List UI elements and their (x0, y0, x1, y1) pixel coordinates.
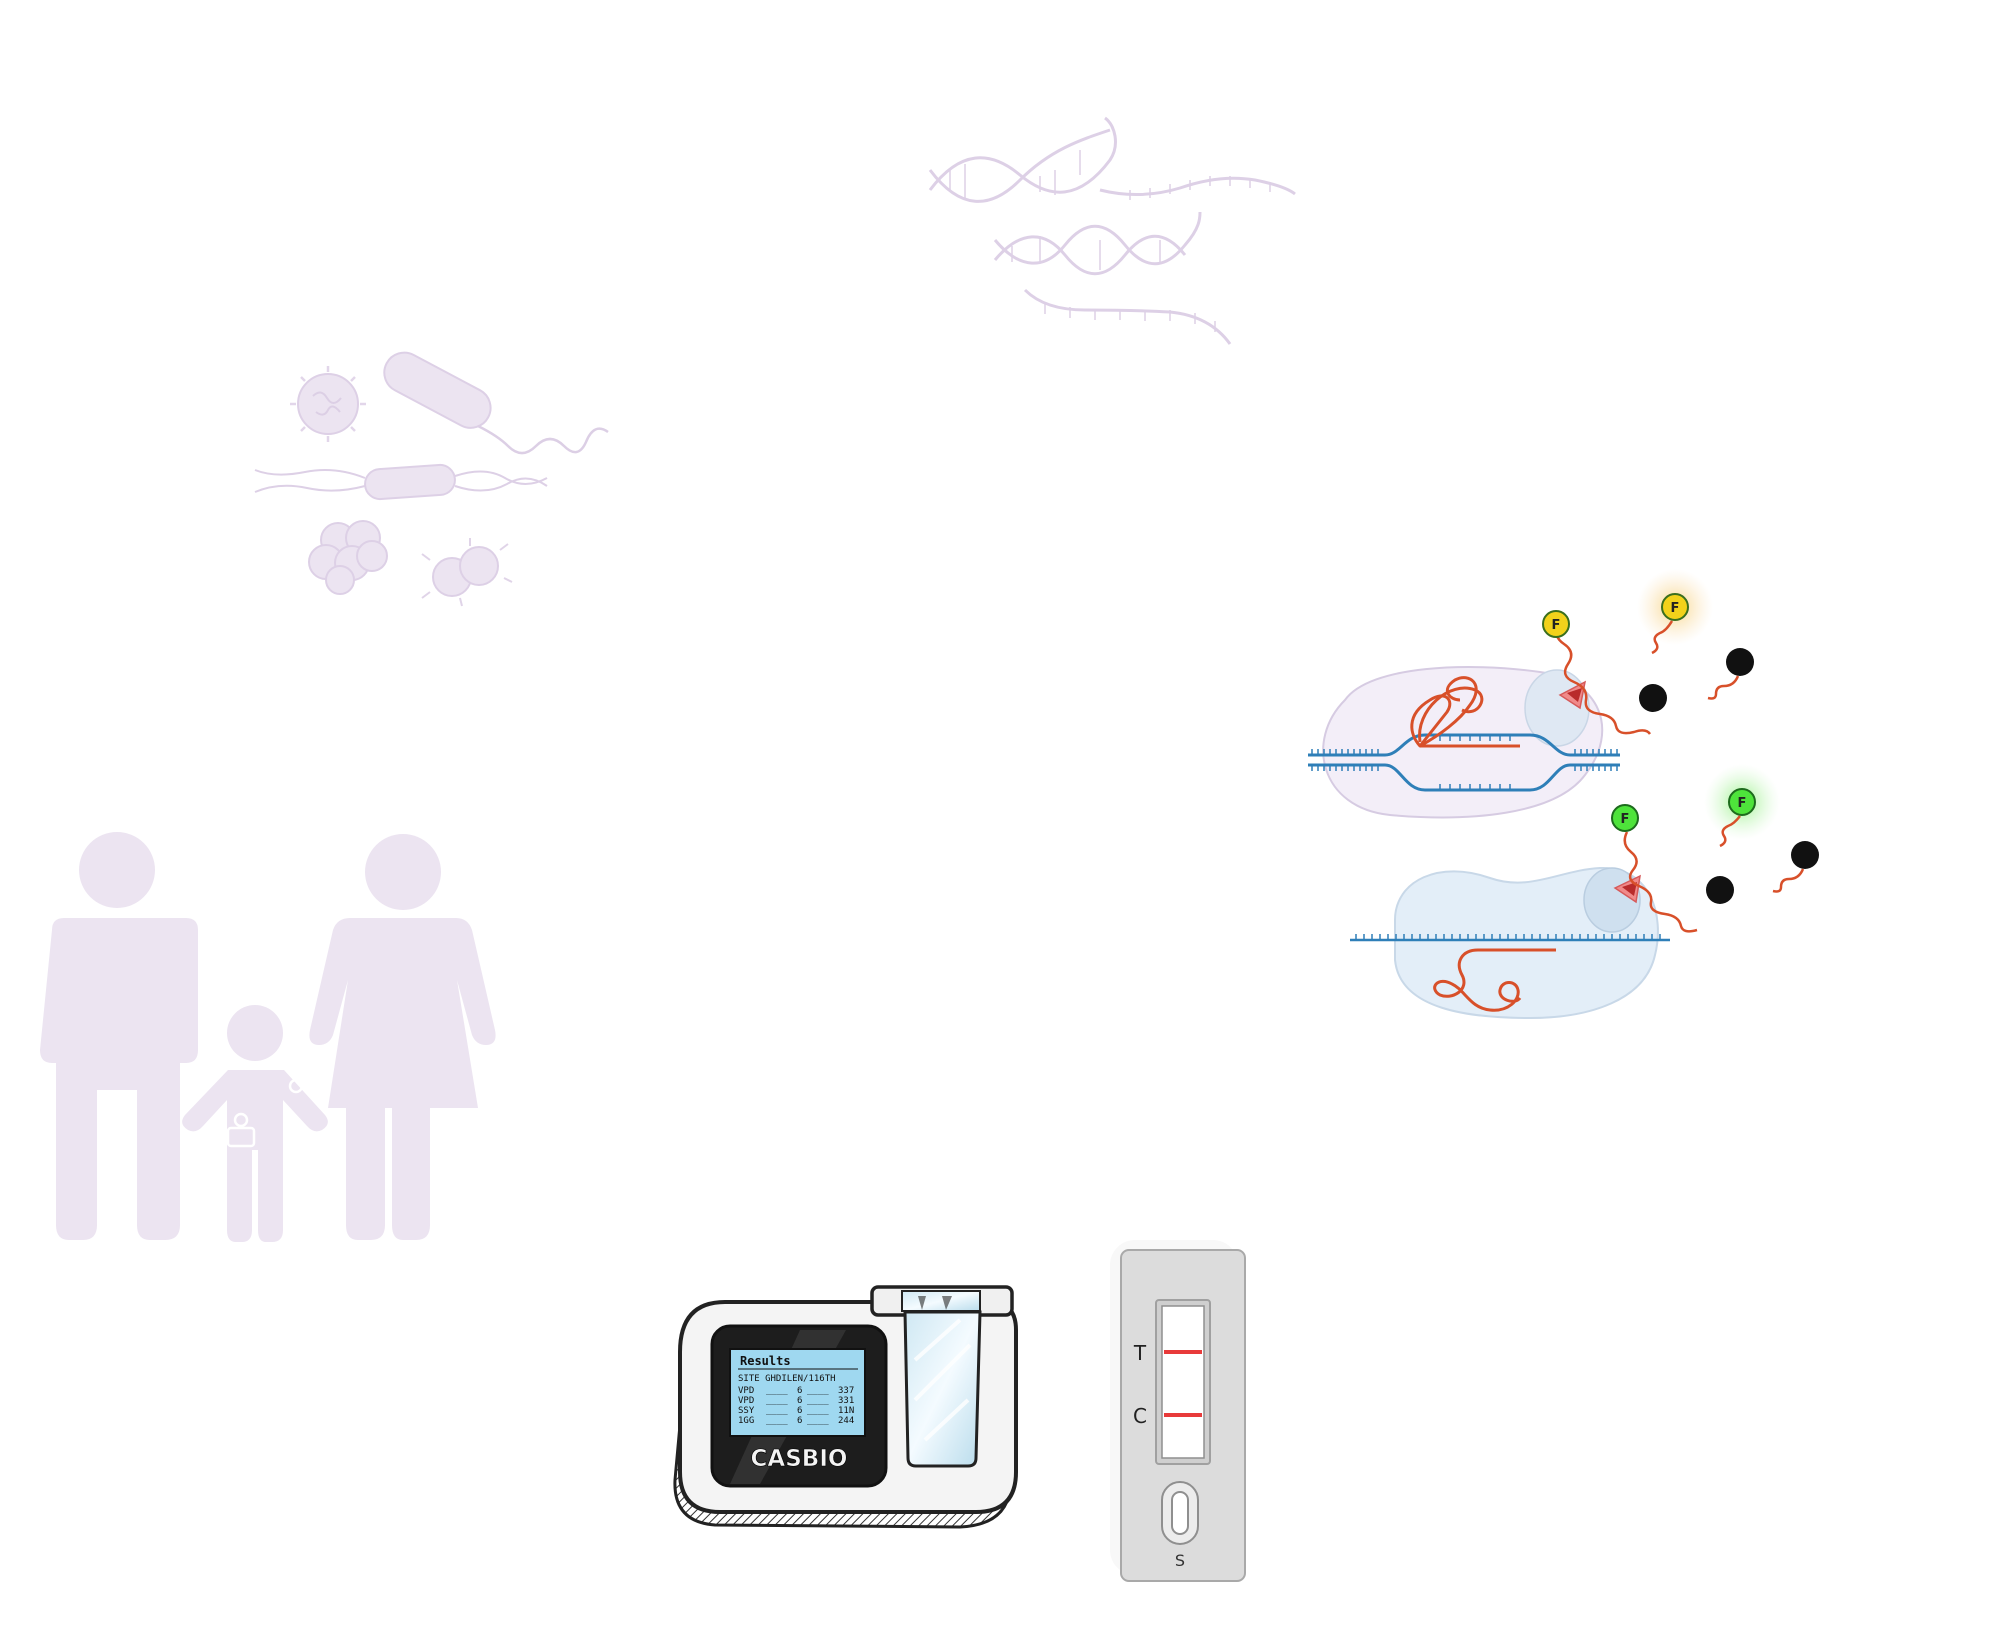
fluorophore-reporter-icon: F F (1542, 569, 1754, 735)
row-count: 6 (797, 1396, 802, 1406)
quencher-icon-2 (1706, 876, 1734, 904)
dsdna-helix-icon (928, 116, 1117, 203)
row-name: VPD (738, 1396, 754, 1406)
row-name: SSY (738, 1406, 755, 1416)
pathogen-cluster-icon (254, 351, 609, 607)
row-count: 6 (797, 1416, 802, 1426)
screen-rows: VPD ____ 6 ____ 337 VPD ____ 6 ____ 331 … (738, 1386, 854, 1426)
row-dashes: ____ (766, 1406, 788, 1416)
nucleic-acid-icon (928, 116, 1296, 345)
wearable-sensor-icon (226, 1078, 304, 1148)
row-value: 331 (838, 1396, 854, 1406)
row-dashes2: ____ (807, 1406, 829, 1416)
family-silhouette-icon (40, 832, 496, 1242)
fluorophore-label-cleaved: F (1671, 601, 1680, 616)
target-dsdna-icon (1308, 733, 1620, 792)
row-dashes2: ____ (807, 1386, 829, 1396)
row-dashes2: ____ (807, 1396, 829, 1406)
virus-icon (290, 366, 366, 442)
control-line-label: C (1133, 1404, 1147, 1428)
quencher-icon-2-cleaved (1791, 841, 1819, 869)
row-value: 244 (838, 1416, 854, 1426)
row-dashes: ____ (766, 1396, 788, 1406)
row-value: 337 (838, 1386, 854, 1396)
sample-well-label: S (1175, 1551, 1185, 1570)
fluorescence-reader-icon: Results SITE GHDILEN/116TH VPD ____ 6 __… (673, 1285, 1018, 1529)
cas12-complex-icon (1308, 666, 1620, 819)
row-dashes: ____ (766, 1386, 788, 1396)
target-rna-icon (1350, 934, 1670, 942)
test-line-label: T (1133, 1341, 1147, 1365)
row-name: 1GG (738, 1416, 754, 1426)
screen-title: Results (740, 1354, 791, 1368)
device-brand: CASBIO (751, 1446, 848, 1472)
bacillus-icon (383, 351, 609, 455)
diplococcus-icon (421, 538, 513, 607)
result-screen: Results SITE GHDILEN/116TH VPD ____ 6 __… (729, 1348, 866, 1437)
cartridge-slot (870, 1285, 1014, 1468)
ssrna-strand-icon-2 (1023, 288, 1232, 345)
row-value: 11N (838, 1406, 854, 1416)
row-dashes: ____ (766, 1416, 788, 1426)
fluorophore-reporter-icon-2: F F (1611, 764, 1819, 933)
coccus-cluster-icon (308, 520, 388, 595)
fluorophore-label-green-cleaved: F (1738, 796, 1747, 811)
row-name: VPD (738, 1386, 754, 1396)
row-count: 6 (797, 1386, 802, 1396)
fluorophore-label-green: F (1621, 812, 1630, 827)
cas13-complex-icon (1350, 866, 1670, 1020)
dsdna-helix-icon-2 (993, 211, 1202, 276)
fluorophore-label: F (1552, 618, 1561, 633)
quencher-icon-cleaved (1726, 648, 1754, 676)
row-dashes2: ____ (807, 1416, 829, 1426)
row-count: 6 (797, 1406, 802, 1416)
flagellated-rod-icon (254, 463, 548, 501)
lateral-flow-strip-icon: T C S (1110, 1240, 1246, 1582)
quencher-icon (1639, 684, 1667, 712)
screen-header: SITE GHDILEN/116TH (738, 1374, 836, 1384)
ssrna-strand-icon (1099, 176, 1296, 200)
